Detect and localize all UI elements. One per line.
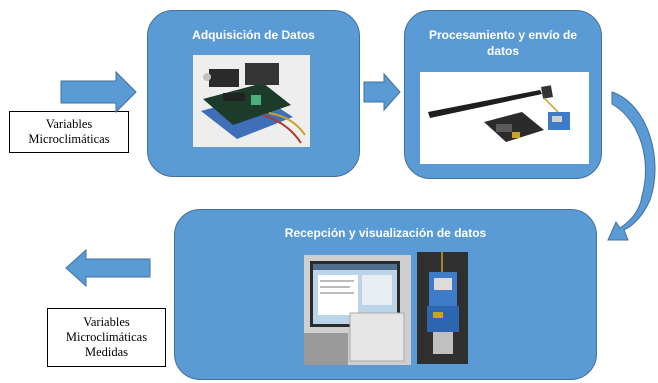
input-label-line1: Variables [45, 117, 93, 131]
output-label-line2: Microclimáticas [65, 330, 148, 344]
reception-stage-title: Recepción y visualización de datos [284, 226, 487, 240]
reception-stage-box: Recepción y visualización de datos [174, 209, 597, 380]
processing-title-line1: Procesamiento y envío de [428, 28, 578, 42]
curved-arrow-down-icon [607, 91, 656, 241]
processing-antenna-photo [420, 72, 589, 164]
acquisition-board-photo [193, 55, 310, 147]
arrow-right-icon [363, 72, 401, 112]
processing-title-line2: datos [486, 44, 519, 58]
arrow-right-icon [60, 70, 137, 114]
acquisition-stage-box: Adquisición de Datos [147, 10, 360, 177]
reception-screen-photo [304, 255, 411, 365]
input-variables-label: Variables Microclimáticas [9, 111, 129, 153]
output-label-line3: Medidas [84, 345, 129, 359]
output-variables-label: Variables Microclimáticas Medidas [47, 308, 166, 367]
reception-xbee-photo [417, 252, 468, 364]
processing-stage-box: Procesamiento y envío de datos [404, 10, 602, 179]
input-label-line2: Microclimáticas [28, 132, 110, 146]
processing-stage-title: Procesamiento y envío de datos [405, 27, 601, 59]
acquisition-stage-title: Adquisición de Datos [192, 28, 315, 42]
arrow-left-icon [65, 248, 151, 288]
output-label-line1: Variables [83, 315, 130, 329]
